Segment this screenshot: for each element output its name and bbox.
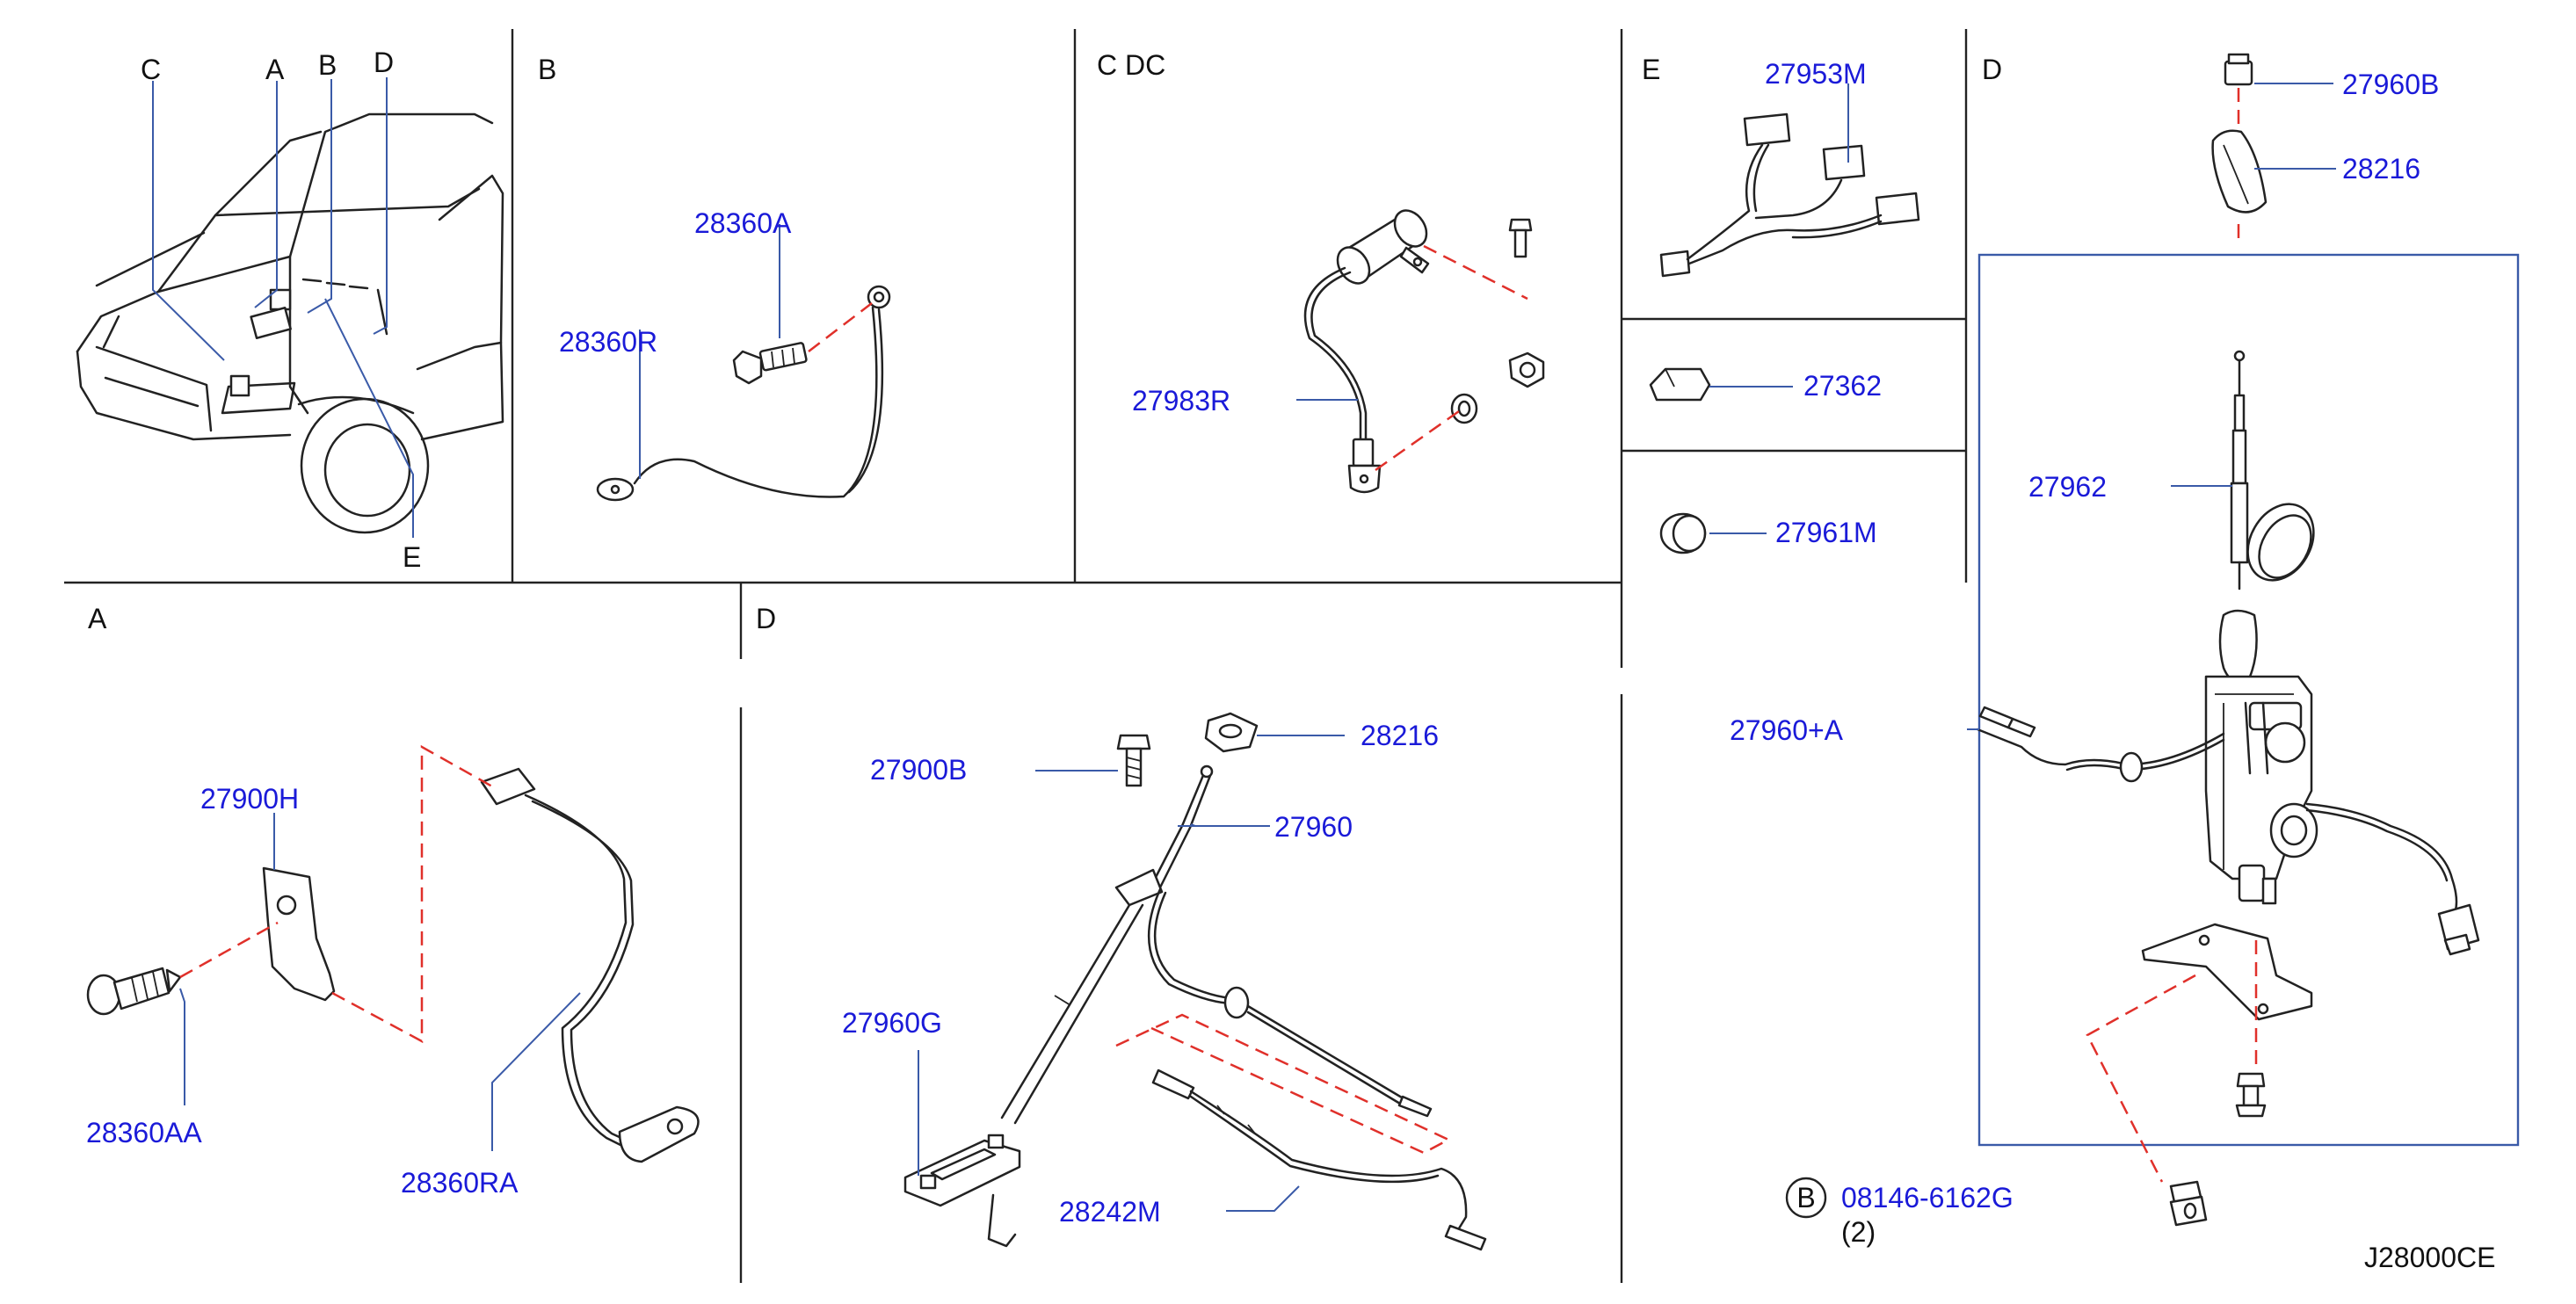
- label-28216-lower: 28216: [1361, 720, 1439, 751]
- label-27362: 27362: [1803, 370, 1882, 402]
- rod-27962: [2230, 350, 2315, 590]
- label-28216-top: 28216: [2342, 153, 2420, 185]
- overview-truck-panel: C A B D E: [76, 47, 504, 573]
- cap-28216-top: [2211, 129, 2268, 214]
- bolt-28360a: [732, 342, 808, 385]
- bolt-08146: [2169, 1180, 2208, 1227]
- label-28360a: 28360A: [694, 207, 792, 239]
- bolt-27900b: [1116, 734, 1151, 787]
- panel-d-lower-title: D: [756, 603, 776, 634]
- truck-illustration: [76, 112, 504, 534]
- cable-28242m: [1151, 1069, 1487, 1251]
- cap-28216-lower: [1204, 712, 1259, 753]
- label-28242m: 28242M: [1059, 1196, 1161, 1228]
- panel-c-title: C DC: [1097, 49, 1165, 81]
- mast-27960: [1000, 764, 1433, 1125]
- label-27900b: 27900B: [870, 754, 967, 786]
- label-27960a: 27960+A: [1730, 714, 1844, 746]
- panel-d-lower: D: [756, 603, 1487, 1251]
- screw-bottom: [2235, 1072, 2267, 1118]
- label-28360aa: 28360AA: [86, 1117, 202, 1148]
- bolt-and-washers: [1450, 218, 1545, 424]
- harness-27953m: [1659, 112, 1920, 278]
- bracket-27900h: [262, 866, 336, 1002]
- label-28360r: 28360R: [559, 326, 657, 358]
- panel-e: E 27953M 27362 27961M: [1642, 54, 1920, 554]
- plug-27362: [1649, 367, 1711, 402]
- callout-letter: B: [1796, 1182, 1815, 1213]
- panel-e-title: E: [1642, 54, 1660, 85]
- label-27960: 27960: [1274, 811, 1353, 843]
- condenser-27983r: [1303, 209, 1430, 494]
- bolt-quantity: (2): [1841, 1216, 1876, 1248]
- label-27962: 27962: [2028, 471, 2107, 503]
- strap-28360ra: [480, 767, 700, 1163]
- label-27983r: 27983R: [1132, 385, 1230, 417]
- panel-dividers: [64, 29, 1968, 1283]
- panel-a-title: A: [88, 603, 107, 634]
- diagram-code: J28000CE: [2364, 1242, 2495, 1273]
- holder-27960g: [903, 1134, 1021, 1248]
- overview-tag-a: A: [265, 54, 285, 85]
- callout-circle-b: [1785, 1177, 1827, 1219]
- motor-unit-27960a: [1976, 609, 2480, 956]
- label-27960b: 27960B: [2342, 69, 2439, 100]
- panel-c: C DC 27983R: [1097, 49, 1545, 494]
- nut-27960b: [2224, 53, 2253, 86]
- panel-a: A 27900H 28360AA 28360RA: [86, 603, 700, 1199]
- label-08146-6162g: 08146-6162G: [1841, 1182, 2014, 1213]
- panel-b-title: B: [538, 54, 556, 85]
- grommet-27961m: [1659, 512, 1707, 554]
- mount-bracket: [2141, 923, 2313, 1021]
- overview-tag-e: E: [403, 541, 421, 573]
- label-28360ra: 28360RA: [401, 1167, 519, 1199]
- strap-28360r: [596, 285, 891, 502]
- label-27953m: 27953M: [1765, 58, 1867, 90]
- panel-d-right-title: D: [1982, 54, 2002, 85]
- screw-28360aa: [86, 967, 182, 1016]
- bolt-callout: B 08146-6162G (2): [1785, 1177, 2014, 1248]
- panel-b: B 28360A 28360R: [538, 54, 891, 502]
- label-27960g: 27960G: [842, 1007, 942, 1039]
- panel-d-right: D: [1730, 53, 2520, 1248]
- label-27900h: 27900H: [200, 783, 299, 815]
- label-27961m: 27961M: [1775, 517, 1877, 548]
- overview-leaders: [152, 77, 414, 538]
- overview-tag-c: C: [141, 54, 161, 85]
- overview-tag-d: D: [374, 47, 394, 78]
- overview-tag-b: B: [318, 49, 337, 81]
- antenna-assembly-frame: [1977, 253, 2520, 1147]
